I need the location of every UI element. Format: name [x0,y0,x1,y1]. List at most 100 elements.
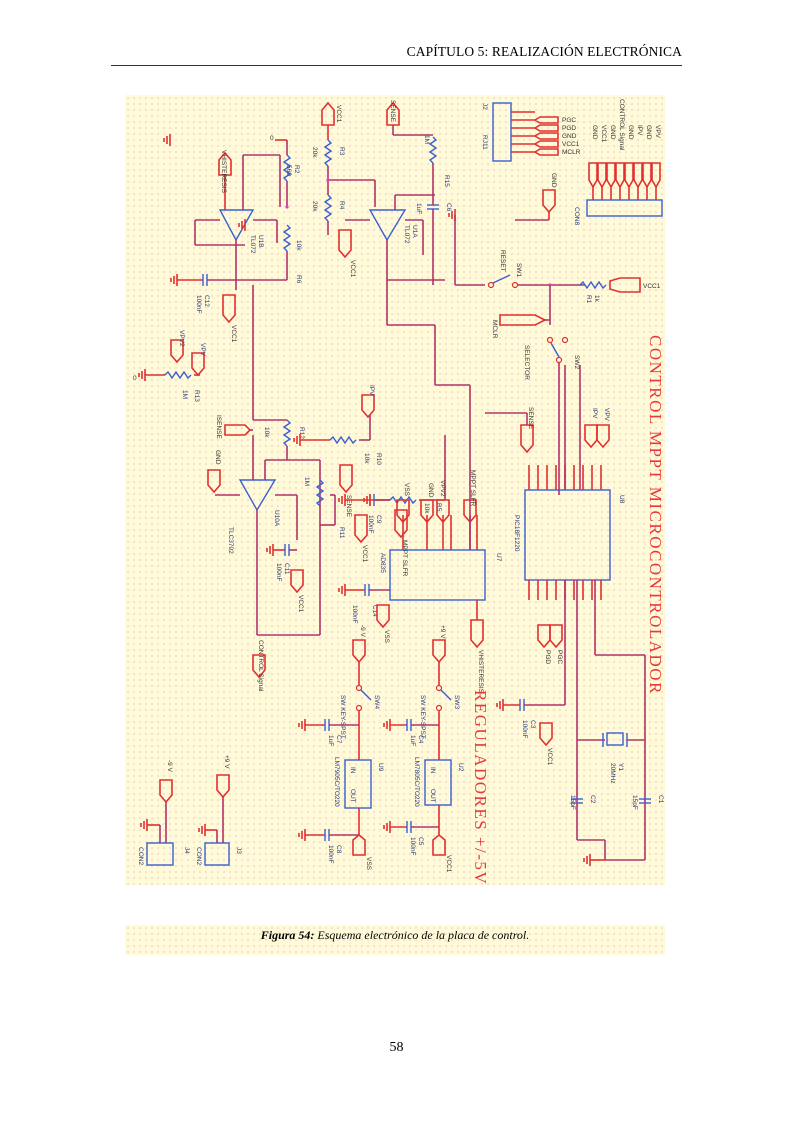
net-gnd-2: GND [214,450,221,465]
r6-value: 10k [295,240,302,251]
potentiometer-r13: VPV2 VPV 1M R13 0 [133,330,206,402]
capacitor-c11: C11 100nF VCC1 [273,544,304,613]
j1-pin-tag [651,162,661,189]
net-mclr: MCLR [491,320,498,339]
sw3-label: SW KEY-SPST [419,695,426,739]
c1-ref: C1 [657,795,664,804]
j1-pin-tag [642,162,652,189]
r4-ref: R4 [338,201,345,210]
c8-value: 100nF [327,845,334,863]
net-ipv-1: IPV [368,385,375,396]
header-rule [111,65,682,66]
resistor-r6: 10k R6 [233,205,302,284]
potentiometer-r11: 1M R11 [303,477,345,539]
y1-ref: Y1 [617,763,624,771]
sw2-label: SELECTOR [523,345,530,380]
connector-j4: -9 V J4 CON2 [137,760,190,866]
r12-ref: R12 [298,427,305,439]
j1-pin-7: GND [645,125,652,140]
j2-pin-gnd: GND [562,133,577,140]
connector-j2: J2 RJ11 PGC PGD GND VCC1 MCLR [481,102,581,162]
opamp-u1b: U1B TL072 VHISTERESIS [194,150,281,290]
net-sense-1: SENSE [389,100,396,123]
regulator-u2: +9 V SW3 SW KEY-SPST C4 1uF IN OUT U2 LM… [390,625,464,873]
j2-part: RJ11 [481,135,488,150]
resistor-r12: 10k R12 ISENSE [215,415,305,460]
u1b-part: TL072 [249,235,256,254]
bus-wires [386,215,581,550]
j1-pin-tag [633,162,643,189]
connector-j3: +9 V J3 CON2 [195,755,242,866]
u1a-part: TL072 [403,225,410,244]
j2-pin-vcc1: VCC1 [562,141,580,148]
c11-value: 100nF [275,563,282,581]
u7-part: AD835 [379,553,386,573]
gnd-label-2: 0 [133,375,137,382]
crystal-y1: Y1 20MHz C2 15pF C1 15pF [569,580,664,861]
net-minus9-1: -9 V [359,625,366,638]
u2-out-pin: OUT [429,789,436,803]
r11-ref: R11 [338,527,345,539]
switch-sw1: RESET SW1 R1 1k VCC1 [455,250,661,304]
j1-pin-1: GND [591,125,598,140]
u2-in-pin: IN [429,767,436,774]
r13-value: 1M [181,390,188,399]
net-vss-3: VSS [365,857,372,871]
c7-ref: C7 [335,735,342,744]
c4-ref: C4 [417,735,424,744]
figure-caption: Figura 54: Esquema electrónico de la pla… [125,925,665,955]
net-gnd-3: GND [427,483,434,498]
u10a-part: TLC3702 [227,527,234,554]
r10-ref: R10 [375,453,382,465]
r6-ref: R6 [295,275,302,284]
u8-part: PIC18F1220 [513,515,520,552]
resistor-r2: R2 560 0 [270,135,300,207]
u9-out-pin: OUT [349,789,356,803]
r15-ref: R15 [443,175,450,187]
net-pgd: PGD [544,650,551,664]
page-number: 58 [389,1040,404,1055]
u9-in-pin: IN [349,767,356,774]
net-pgc: PGC [556,650,563,664]
c11-ref: C11 [283,563,290,575]
r2-value: 560 [285,165,292,176]
j1-pin-tag [624,162,634,189]
r12-value: 10k [263,427,270,438]
j1-pin-tag [615,162,625,189]
u9-part: LM7905C/TO220 [333,757,340,807]
r4-value: 20k [311,201,318,212]
schematic-figure: U1B TL072 VHISTERESIS R2 560 0 10k R6 VC [125,95,665,885]
resistor-r15: SENSE 1M R15 [386,100,450,187]
net-vcc1-7: VCC1 [546,748,553,766]
u9-ref: U9 [377,763,384,772]
opamp-u10a: GND U10A TLC3702 CONTROL Signal [207,435,321,692]
chapter-header: CAPÍTULO 5: REALIZACIÓN ELECTRÓNICA [406,44,682,59]
resistor-r3-r4: VCC1 20k R3 20k R4 [311,101,376,235]
r3-ref: R3 [338,147,345,156]
net-vpv2-2: VPV2 [439,480,446,497]
j2-pin-pgc: PGC [562,117,576,124]
net-control-signal: CONTROL Signal [257,640,264,692]
net-plus9-1: +9 V [439,625,446,639]
sw4-label: SW KEY-SPST [339,695,346,739]
opamp-u1a: VCC1 U1A TL072 [338,194,445,281]
j1-pin-5: GND [627,125,634,140]
net-vcc1-1: VCC1 [335,105,342,123]
net-mppt-slfr-1: MPPT SLFR [401,540,408,577]
capacitor-c6: C6 1uF [415,185,452,285]
c5-ref: C5 [417,837,424,846]
net-vss-1: VSS [403,483,410,497]
c8-ref: C8 [335,845,342,854]
r5-ref: R5 [435,503,442,512]
switch-sw2: MCLR SELECTOR SW2 [491,285,580,495]
r15-value: 1M [423,135,430,144]
c9-ref: C9 [375,515,382,524]
j1-part: CON8 [573,207,580,225]
capacitor-c14: C14 100nF VSS [345,584,390,644]
regulator-u9: -9 V SW4 SW KEY-SPST C7 1uF IN OUT U9 LM… [305,625,384,871]
c7-value: 1uF [327,735,334,746]
net-ipv-2: IPV [591,408,598,419]
schematic-diagram: U1B TL072 VHISTERESIS R2 560 0 10k R6 VC [133,99,665,885]
r5-value: 10k [423,503,430,514]
connector-j1: CON8 GND VCC1 GND CONTROL Signal GND IPV… [573,99,663,225]
